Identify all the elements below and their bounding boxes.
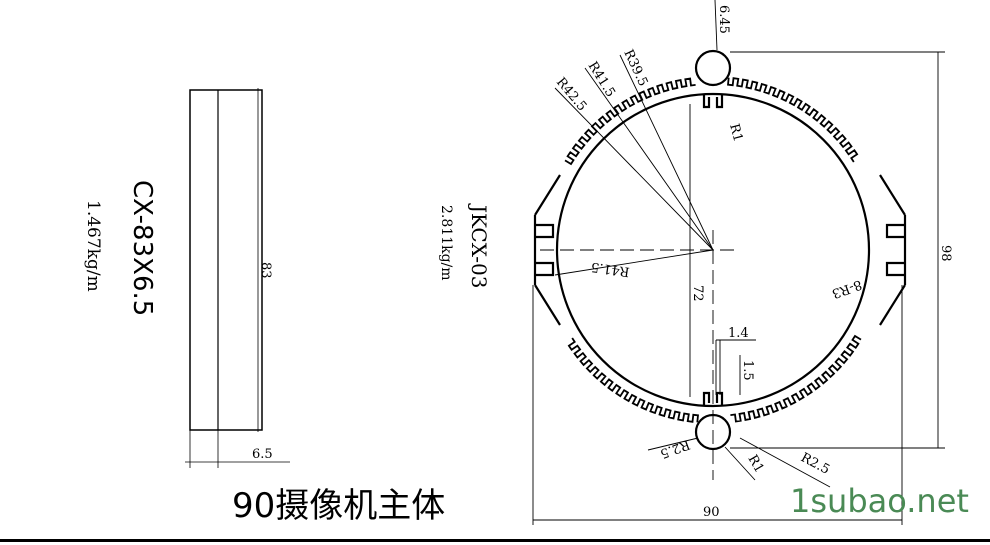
heat-sink-fins-3 xyxy=(730,334,862,423)
dim-98: 98 xyxy=(938,245,953,262)
watermark: 1subao.net xyxy=(790,482,969,520)
drawing-title: 90摄像机主体 xyxy=(232,486,446,526)
dim-r39-5: R39.5 xyxy=(620,47,650,88)
left-part-weight: 1.467kg/m xyxy=(83,200,103,292)
dim-r42-5: R42.5 xyxy=(553,75,589,114)
dim-r2-5-left: R2.5 xyxy=(658,436,692,461)
right-part-name: JKCX-03 xyxy=(467,203,491,288)
dim-r2-5-right: R2.5 xyxy=(798,450,832,478)
dim-r1: R1 xyxy=(726,122,745,143)
left-width-dim: 6.5 xyxy=(252,447,273,462)
heat-sink-fins-1 xyxy=(727,77,859,163)
dim-r41-5-inner: R41.5 xyxy=(590,259,630,279)
dimension-lines xyxy=(532,0,945,525)
dim-90: 90 xyxy=(703,505,720,520)
round-profile xyxy=(533,49,907,451)
dim-r41-5: R41.5 xyxy=(585,59,618,100)
dim-top-boss: 6.45 xyxy=(716,5,731,34)
dim-1-5: 1.5 xyxy=(740,360,755,381)
bottom-divider xyxy=(0,539,990,542)
heat-sink-fins-0 xyxy=(564,77,696,166)
dim-8-r3: 8-R3 xyxy=(830,276,864,301)
left-profile xyxy=(185,88,290,468)
left-height-dim: 83 xyxy=(258,262,273,279)
heat-sink-fins-2 xyxy=(567,337,699,423)
dim-72: 72 xyxy=(690,285,705,302)
right-part-weight: 2.811kg/m xyxy=(438,205,454,281)
dim-1-4: 1.4 xyxy=(728,326,749,341)
left-part-name: CX-83X6.5 xyxy=(127,180,157,316)
